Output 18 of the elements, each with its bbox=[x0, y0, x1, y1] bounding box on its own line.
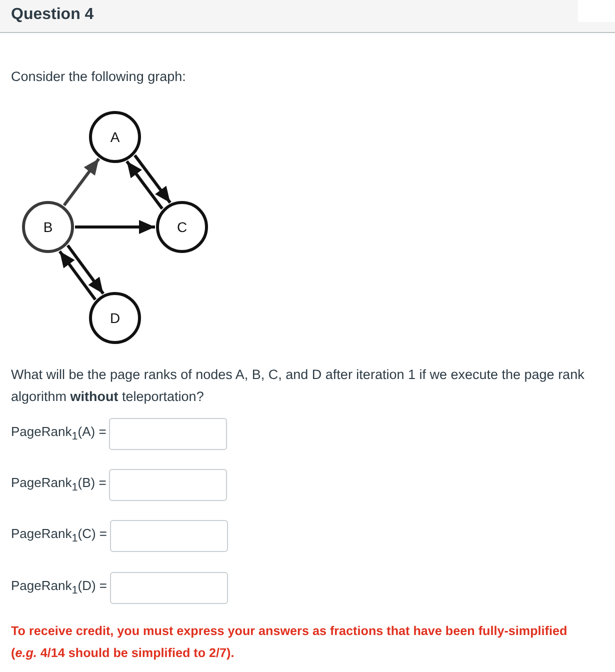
field-label: PageRank$_{1}$(C) = bbox=[11, 526, 107, 545]
arrow bbox=[126, 160, 164, 210]
graph-node: A bbox=[89, 111, 141, 163]
question-text: What will be the page ranks of nodes A, B, C, and D after iteration 1 if we execute the page rank algorithm without teleportation? bbox=[11, 366, 586, 406]
field-label: PageRank$_{1}$(D) = bbox=[11, 578, 107, 597]
graph-node: B bbox=[22, 201, 74, 253]
instruction-note: To receive credit, you must express your answers as fractions that have been fully-simplified (e.g. 4/14 should be simplified to 2/7). bbox=[11, 623, 568, 662]
arrow bbox=[58, 250, 96, 300]
arrow bbox=[134, 154, 172, 204]
graph-node: D bbox=[89, 292, 141, 344]
field-label: PageRank$_{1}$(B) = bbox=[11, 475, 106, 494]
arrow bbox=[75, 220, 155, 234]
arrow bbox=[62, 158, 100, 206]
arrow bbox=[66, 244, 104, 295]
intro-text: Consider the following graph: bbox=[11, 68, 187, 86]
question-title: Question 4 bbox=[11, 5, 94, 25]
graph-node: C bbox=[156, 201, 208, 253]
field-label: PageRank$_{1}$(A) = bbox=[11, 424, 106, 443]
